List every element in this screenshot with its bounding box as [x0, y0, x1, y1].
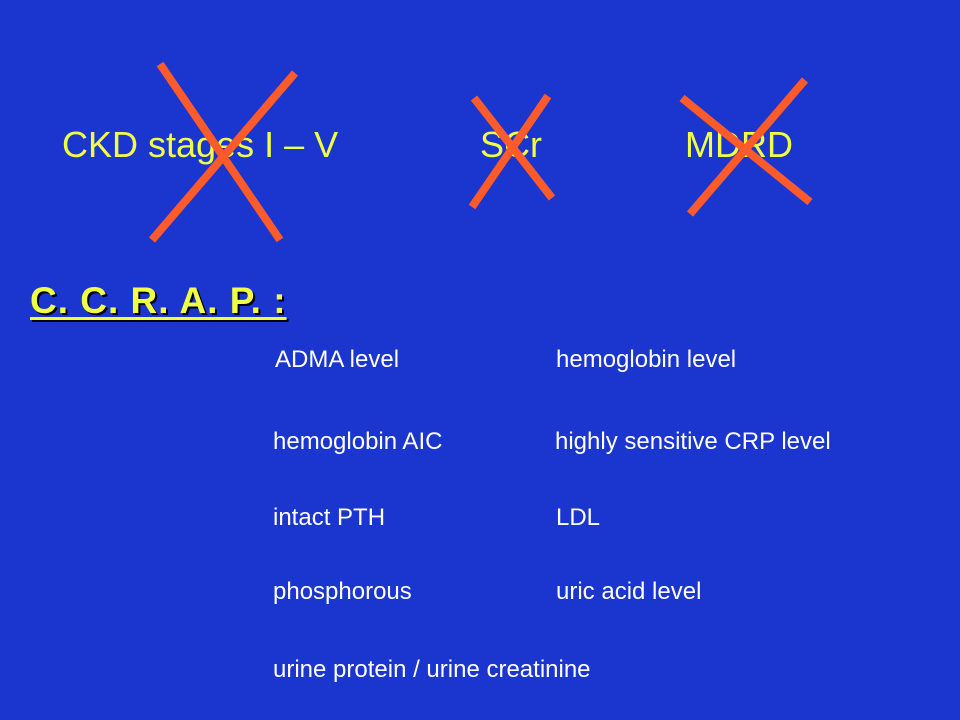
marker-hemoglobin-level: hemoglobin level — [556, 346, 737, 373]
crossed-term-mdrd: MDRD — [685, 124, 793, 165]
ccrap-heading: C. C. R. A. P. : — [30, 280, 287, 321]
marker-phosphorous: phosphorous — [273, 578, 412, 605]
crossed-term-ckd-stages: CKD stages I – V — [62, 124, 339, 165]
crossed-term-scr: SCr — [480, 124, 542, 165]
marker-crp-level: highly sensitive CRP level — [555, 428, 831, 455]
marker-adma-level: ADMA level — [275, 346, 400, 373]
marker-urine-protein-creatinine: urine protein / urine creatinine — [273, 656, 591, 683]
marker-uric-acid-level: uric acid level — [556, 578, 702, 605]
marker-ldl: LDL — [556, 504, 601, 531]
marker-intact-pth: intact PTH — [273, 504, 386, 531]
marker-hemoglobin-aic: hemoglobin AIC — [273, 428, 443, 455]
